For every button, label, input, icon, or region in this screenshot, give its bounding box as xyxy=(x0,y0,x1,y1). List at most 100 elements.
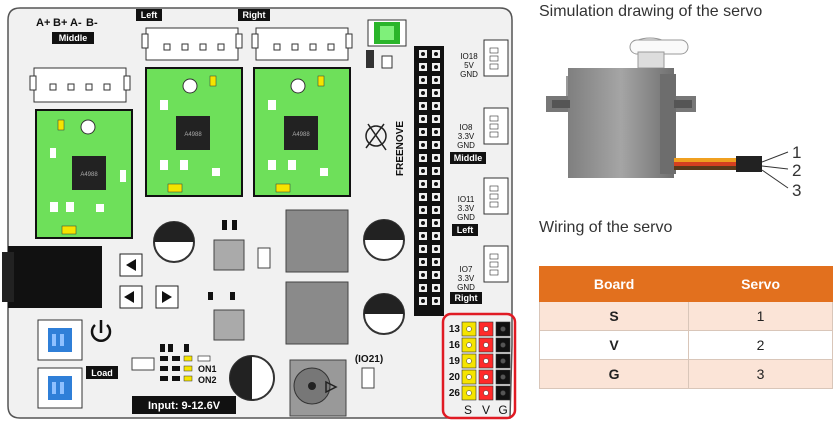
servo-pin-label-13: 13 xyxy=(449,324,461,335)
gpio-pin-hole xyxy=(434,234,438,238)
io18-pin-label: IO18 xyxy=(460,52,478,61)
gpio-pin-hole xyxy=(421,273,425,277)
servo-pin-hole xyxy=(501,391,506,396)
smd-part xyxy=(222,220,227,230)
gpio-pin-hole xyxy=(434,104,438,108)
servo-pin-hole xyxy=(467,375,472,380)
buzzer xyxy=(290,360,346,416)
table-cell-board: V xyxy=(540,331,689,360)
right-connector-label: Right xyxy=(243,10,266,20)
gpio-pin-hole xyxy=(421,78,425,82)
dc-power-jack xyxy=(2,246,102,308)
table-cell-board: G xyxy=(540,360,689,389)
brand-text: FREENOVE xyxy=(395,121,406,176)
right-panel: Simulation drawing of the servo xyxy=(520,0,836,426)
table-cell-servo: 1 xyxy=(689,302,833,331)
gpio-pin-hole xyxy=(421,117,425,121)
io18-gnd-label: GND xyxy=(460,70,478,79)
wire-number-1: 1 xyxy=(792,143,801,162)
io21-component xyxy=(362,368,374,388)
left-connector-label: Left xyxy=(141,10,158,20)
gpio-pin-hole xyxy=(421,208,425,212)
servo-body xyxy=(546,68,696,178)
servo-pin-hole xyxy=(467,343,472,348)
gpio-pin-hole xyxy=(421,52,425,56)
servo-pin-hole xyxy=(484,391,489,396)
wire-leader-lines xyxy=(762,152,788,188)
diode-3 xyxy=(156,286,178,308)
gpio-pin-hole xyxy=(421,156,425,160)
io11-voltage-label: 3.3V xyxy=(458,204,475,213)
driver-board-diagram: A+ B+ A- B- Middle Left Right xyxy=(0,0,520,426)
capacitor-4 xyxy=(230,356,274,400)
gpio-pin-hole xyxy=(434,273,438,277)
smd-part xyxy=(160,344,165,352)
io7-pin-label: IO7 xyxy=(460,265,473,274)
gpio-pin-hole xyxy=(421,195,425,199)
servo-col-label-g: G xyxy=(498,403,507,417)
table-header-servo: Servo xyxy=(689,267,833,302)
capacitor-2 xyxy=(364,220,404,260)
gpio-pin-hole xyxy=(421,65,425,69)
table-cell-board: S xyxy=(540,302,689,331)
table-row: G 3 xyxy=(540,360,833,389)
middle-connector xyxy=(30,68,130,102)
smd-part xyxy=(184,344,189,352)
gpio-pin-hole xyxy=(434,143,438,147)
servo-pin-hole xyxy=(467,391,472,396)
io18-voltage-label: 5V xyxy=(464,61,474,70)
servo-pin-hole xyxy=(501,359,506,364)
table-row: S 1 xyxy=(540,302,833,331)
io8-pin-label: IO8 xyxy=(460,123,473,132)
gpio-pin-hole xyxy=(421,182,425,186)
servo-pin-hole xyxy=(467,327,472,332)
servo-pin-hole xyxy=(484,343,489,348)
driver-module-right: A4988 xyxy=(254,68,350,196)
capacitor-1 xyxy=(154,222,194,262)
servo-pin-label-26: 26 xyxy=(449,388,461,399)
diode-1 xyxy=(120,254,142,276)
servo-pin-hole xyxy=(484,327,489,332)
gpio-pin-hole xyxy=(434,52,438,56)
driver-chip-text-right: A4988 xyxy=(292,132,310,138)
gpio-pin-hole xyxy=(434,78,438,82)
servo-pin-label-19: 19 xyxy=(449,356,461,367)
gpio-pin-hole xyxy=(434,65,438,69)
servo-pin-label-16: 16 xyxy=(449,340,461,351)
io7-gnd-label: GND xyxy=(457,283,475,292)
gpio-pin-hole xyxy=(434,130,438,134)
inductor-1 xyxy=(286,210,348,272)
motor-label-b-plus: B+ xyxy=(53,17,67,29)
servo-illustration: 1 2 3 xyxy=(520,24,836,204)
gpio-pin-hole xyxy=(434,260,438,264)
gpio-pin-hole xyxy=(434,117,438,121)
io7-tag-label: Right xyxy=(455,293,478,303)
gpio-pin-hole xyxy=(434,247,438,251)
inductor-2 xyxy=(286,282,348,344)
wiring-caption: Wiring of the servo xyxy=(539,219,672,237)
servo-wires xyxy=(674,156,762,172)
gpio-pin-hole xyxy=(434,221,438,225)
driver-chip-text-middle: A4988 xyxy=(80,172,98,178)
servo-pin-hole xyxy=(467,359,472,364)
wire-number-2: 2 xyxy=(792,161,801,180)
power-switch[interactable] xyxy=(38,320,82,360)
gpio-pin-hole xyxy=(421,91,425,95)
io11-gnd-label: GND xyxy=(457,213,475,222)
gpio-pin-hole xyxy=(421,260,425,264)
wiring-table: Board Servo S 1 V 2 G 3 xyxy=(539,266,833,389)
small-chip-2 xyxy=(132,358,154,370)
load-switch[interactable] xyxy=(38,368,82,408)
motor-label-a-plus: A+ xyxy=(36,17,50,29)
on1-label: ON1 xyxy=(198,364,217,374)
simulation-caption: Simulation drawing of the servo xyxy=(539,3,762,21)
io8-tag-label: Middle xyxy=(454,153,483,163)
load-label: Load xyxy=(91,368,113,378)
servo-pin-hole xyxy=(484,359,489,364)
driver-chip-text-left: A4988 xyxy=(184,132,202,138)
gpio-pin-hole xyxy=(421,234,425,238)
gpio-pin-hole xyxy=(421,143,425,147)
regulator-chip-2 xyxy=(214,310,244,340)
gpio-header xyxy=(414,46,444,316)
gpio-pin-hole xyxy=(421,286,425,290)
